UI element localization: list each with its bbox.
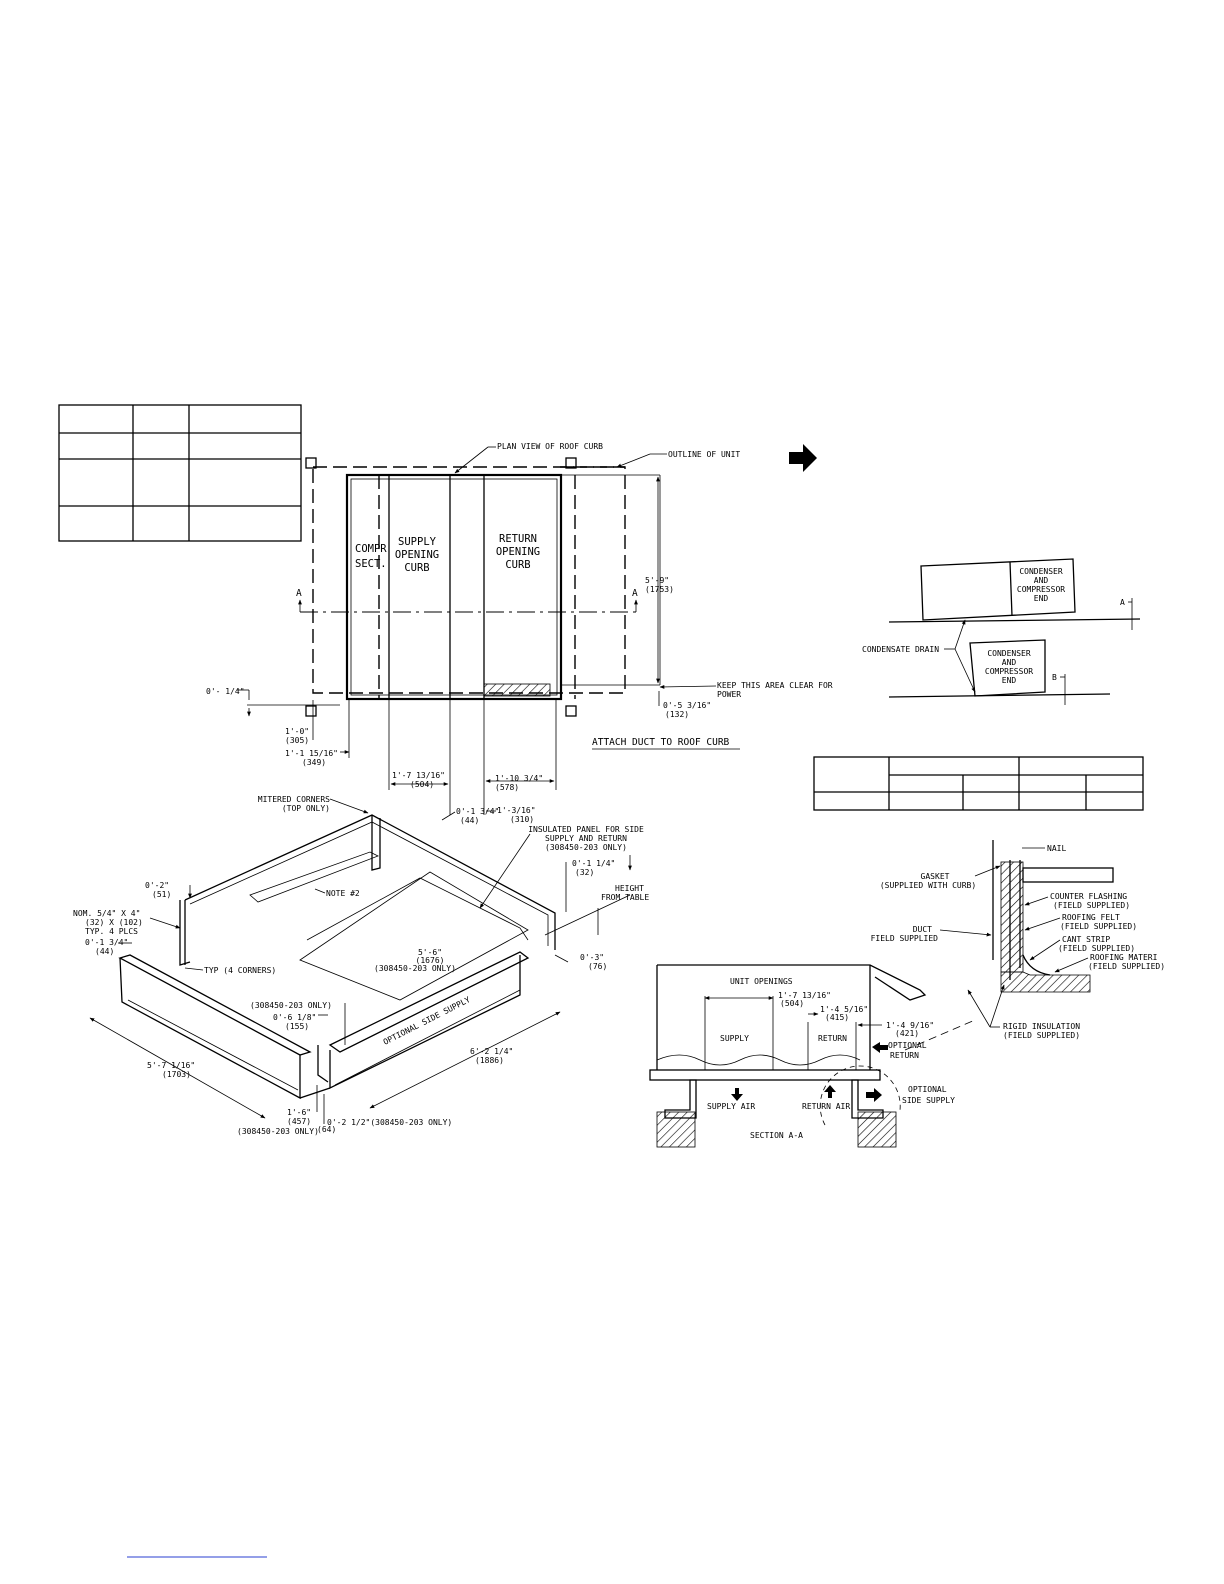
curb-detail: NAIL GASKET(SUPPLIED WITH CURB) COUNTER …: [871, 840, 1165, 1040]
section-title: SECTION A-A: [750, 1131, 803, 1140]
corner-tab: [305, 457, 317, 469]
corner-tab: [565, 457, 577, 469]
optional-side-label: OPTIONAL SIDE SUPPLY: [382, 995, 472, 1047]
section-a-right: A: [632, 588, 638, 599]
cant-label: CANT STRIP(FIELD SUPPLIED): [1058, 935, 1135, 953]
d-308-only: (308450-203 ONLY): [250, 1001, 332, 1010]
d-6-2: 6'-2 1/4"(1886): [470, 1047, 513, 1065]
rigid-label: RIGID INSULATION(FIELD SUPPLIED): [1003, 1022, 1080, 1040]
sec-d-1-4-9: 1'-4 9/16"(421): [886, 1021, 934, 1038]
slope-a-label: A: [1120, 598, 1125, 607]
dim-quarter: 0'- 1/4": [206, 687, 245, 696]
isometric-curb: MITERED CORNERS(TOP ONLY) 0'-1 3/4"(44) …: [73, 795, 649, 1136]
corner-tab: [565, 705, 577, 717]
opt-return-arrow-icon: [872, 1042, 888, 1053]
nom-label: NOM. 5/4" X 4"(32) X (102)TYP. 4 PLCS: [73, 909, 143, 936]
mitered-label: MITERED CORNERS(TOP ONLY): [258, 795, 330, 813]
unit-box-bottom: [969, 639, 1046, 697]
return-air-arrow-icon: [824, 1085, 836, 1098]
dim-width: 5'-9"(1753): [645, 576, 674, 594]
condensate-drain-label: CONDENSATE DRAIN: [862, 645, 939, 654]
dim-power: 0'-5 3/16"(132): [663, 701, 711, 719]
typ-label: TYP (4 CORNERS): [204, 966, 276, 975]
roofing-label: ROOFING MATERI(FIELD SUPPLIED): [1088, 953, 1165, 971]
attach-duct-label: ATTACH DUCT TO ROOF CURB: [592, 737, 730, 748]
d-1-6: 1'-6"(457)(308450-203 ONLY): [237, 1108, 319, 1136]
section-a-a: UNIT OPENINGS 1'-7 13/16"(504) 1'-4 5/16…: [649, 964, 976, 1148]
side-supply-arrow-icon: [866, 1088, 882, 1102]
dim-1-7: 1'-7 13/16"(504): [392, 771, 445, 789]
note2-label: NOTE #2: [326, 889, 360, 898]
d-1-1-4: 0'-1 1/4"(32): [572, 859, 615, 877]
gasket-label: GASKET(SUPPLIED WITH CURB): [880, 872, 976, 890]
supply-air-arrow-icon: [731, 1088, 743, 1101]
unit-box-top: [920, 558, 1076, 621]
plan-view-title: PLAN VIEW OF ROOF CURB: [497, 442, 603, 451]
sec-d-1-7: 1'-7 13/16"(504): [778, 991, 831, 1008]
sec-return-label: RETURN: [818, 1034, 847, 1043]
right-arrow-icon: [789, 444, 817, 472]
d-5-7: 5'-7 1/16"(1703): [147, 1061, 195, 1079]
nail-label: NAIL: [1047, 844, 1066, 853]
return-air-label: RETURN AIR: [802, 1102, 850, 1111]
sec-supply-label: SUPPLY: [720, 1034, 749, 1043]
d-2: 0'-2"(51): [145, 881, 171, 899]
section-a-left: A: [296, 588, 302, 599]
counter-label: COUNTER FLASHING(FIELD SUPPLIED): [1050, 892, 1130, 910]
d-6-1-8: 0'-6 1/8"(155): [273, 1013, 316, 1031]
supply-air-label: SUPPLY AIR: [707, 1102, 755, 1111]
dim-1-3: 1'-3/16"(310): [497, 806, 536, 824]
dim-1-10: 1'-10 3/4"(578): [495, 774, 543, 792]
detail-circle: [819, 1065, 901, 1126]
d-5-6: 5'-6"(1676)(308450-203 ONLY): [374, 948, 456, 973]
dim-1-1: 1'-1 15/16"(349): [285, 749, 338, 767]
top-left-table: [58, 404, 302, 542]
outline-label: OUTLINE OF UNIT: [668, 450, 740, 459]
unit-openings-label: UNIT OPENINGS: [730, 977, 793, 986]
corner-tab: [305, 705, 317, 717]
unit-outline: [312, 466, 626, 694]
dim-1-0: 1'-0"(305): [285, 727, 309, 745]
d-1-3-4-left: 0'-1 3/4"(44): [85, 938, 128, 956]
sec-d-1-4-5: 1'-4 5/16"(415): [820, 1005, 868, 1022]
d-1-3-4-top: 0'-1 3/4"(44): [456, 807, 499, 825]
d-2-1-2: 0'-2 1/2"(308450-203 ONLY)(64): [317, 1118, 452, 1134]
d-3: 0'-3"(76): [580, 953, 607, 971]
right-table: [813, 756, 1144, 811]
slope-b-label: B: [1052, 673, 1057, 682]
keep-clear-area: [483, 683, 551, 697]
felt-label: ROOFING FELT(FIELD SUPPLIED): [1060, 913, 1137, 931]
